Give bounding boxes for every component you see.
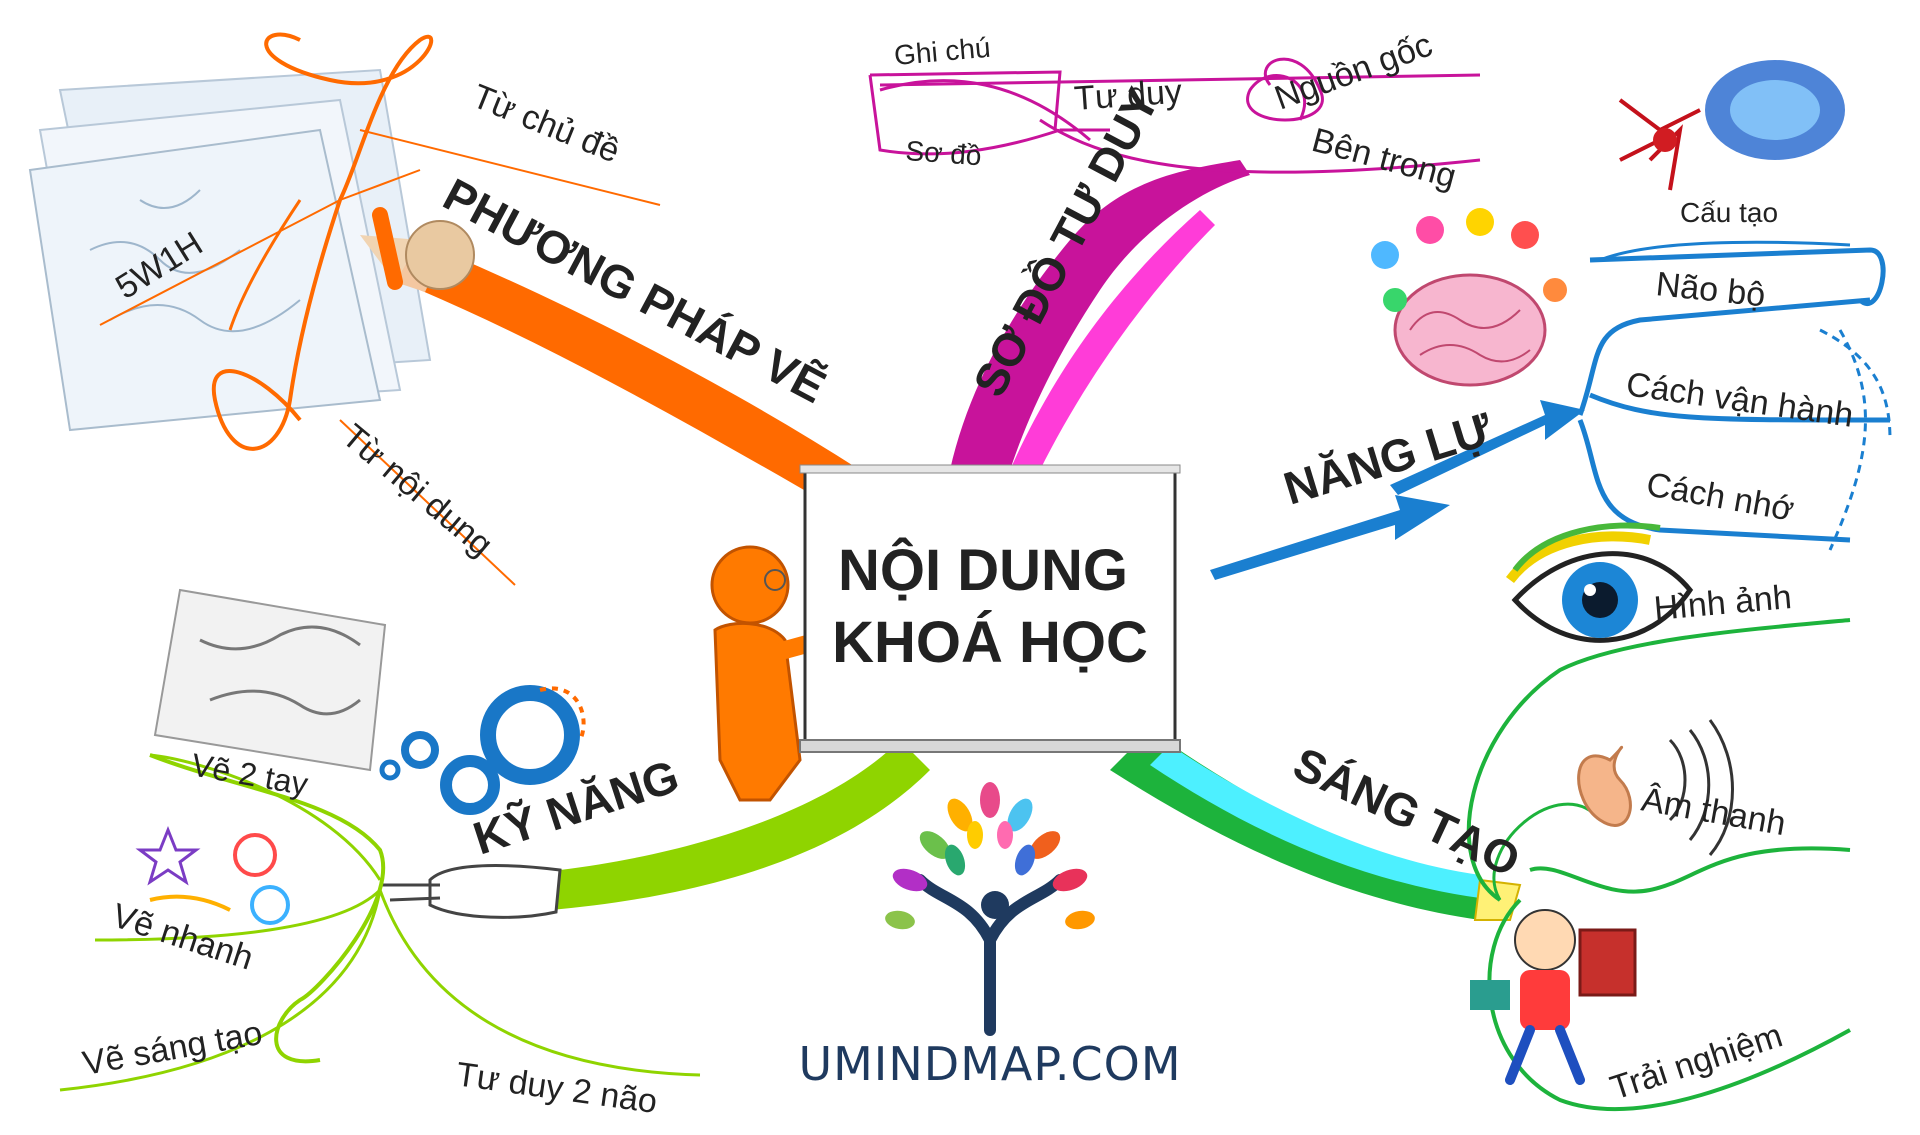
branch-sang-tao: SÁNG TẠO Hình ảnh Âm thanh Trải nghiệm [1110,522,1851,1112]
child-label-cach-van-hanh: Cách vận hành [1624,365,1856,434]
child-label-nao-bo: Não bộ [1654,265,1767,314]
child-label-nguon-goc: Nguồn gốc [1270,26,1438,118]
pointing-hand-icon [380,864,562,919]
center-title-line-2: KHOÁ HỌC [832,610,1148,675]
gears-icon [379,685,586,815]
kid-reading-icon [1470,909,1637,1085]
child-label-cach-nho: Cách nhớ [1644,465,1797,528]
child-label-tu-duy-2-nao: Tư duy 2 não [454,1055,660,1121]
neuron-brain-icon [1618,60,1845,191]
branch-phuong-phap-ve: PHƯƠNG PHÁP VẼ Từ chủ đề 5W1H Từ nội dun… [28,32,860,586]
child-label-ben-trong: Bên trong [1308,121,1460,196]
brain-bulbs-icon [1371,208,1567,387]
child-label-tu-duy: Tư duy [1073,73,1183,118]
hands-drawing-icon [153,588,387,772]
child-label-ve-sang-tao: Vẽ sáng tạo [80,1014,265,1083]
paper-sketch-icon [28,68,432,432]
center-title-line-1: NỘI DUNG [838,538,1128,603]
subchild-label-cau-tao: Cấu tạo [1680,197,1778,228]
brand-name: UMINDMAP.COM [798,1037,1181,1091]
child-label-trai-nghiem: Trải nghiệm [1606,1016,1787,1107]
child-label-ve-nhanh: Vẽ nhanh [108,896,258,977]
center-node: NỘI DUNG KHOÁ HỌC [710,464,1181,802]
ear-icon [1577,719,1734,856]
branch-nang-luc: NĂNG LỰ Não bộ Cách vận hành Cách nhớ Cấ… [1210,60,1892,580]
branch-label-nang-luc: NĂNG LỰ [1278,402,1499,515]
child-label-tu-noi-dung: Từ nội dung [335,417,500,564]
umindmap-logo: UMINDMAP.COM [798,782,1181,1091]
stars-circles-icon [135,825,290,925]
subchild-label-so-do: Sơ đồ [905,135,983,171]
subchild-label-ghi-chu: Ghi chú [893,32,992,71]
child-label-am-thanh: Âm thanh [1639,780,1789,843]
eye-icon [1506,522,1694,643]
center-board [803,468,1177,747]
child-label-tu-chu-de: Từ chủ đề [467,77,625,170]
